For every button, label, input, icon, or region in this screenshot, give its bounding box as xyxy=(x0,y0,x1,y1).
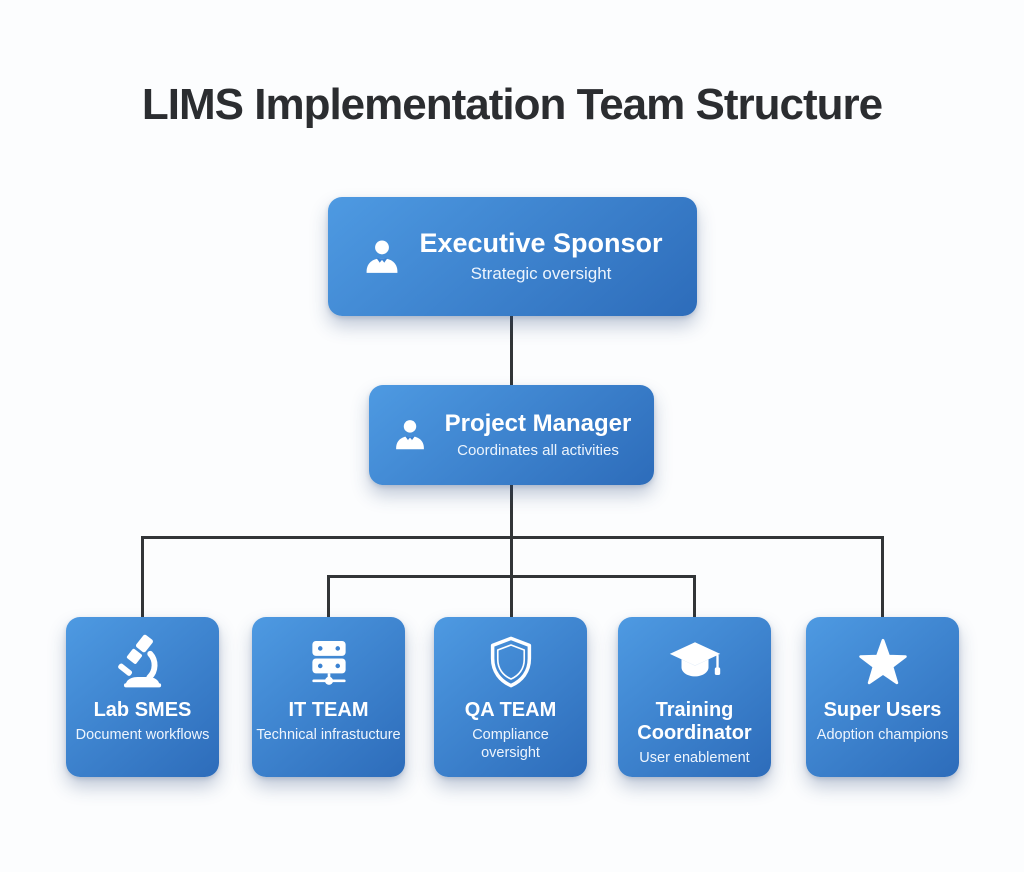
node-it-team: IT TEAM Technical infrastucture xyxy=(252,617,405,777)
connector-drop-training xyxy=(693,575,696,618)
page-title: LIMS Implementation Team Structure xyxy=(141,80,883,129)
server-icon xyxy=(301,630,357,694)
person-icon xyxy=(362,235,402,279)
node-lab-smes: Lab SMES Document workflows xyxy=(66,617,219,777)
node-title: Project Manager xyxy=(444,410,632,438)
node-subtitle: Document workflows xyxy=(75,727,210,743)
star-icon xyxy=(854,630,912,694)
node-title: IT TEAM xyxy=(288,699,369,721)
node-qa-team: QA TEAM Compliance oversight xyxy=(434,617,587,777)
shield-icon xyxy=(483,630,539,694)
node-executive-sponsor: Executive Sponsor Strategic oversight xyxy=(328,197,697,316)
connector-drop-super-users xyxy=(881,536,884,618)
microscope-icon xyxy=(114,630,172,694)
connector-drop-lab-smes xyxy=(141,536,144,618)
node-subtitle: Strategic oversight xyxy=(470,263,612,283)
node-title: Lab SMES xyxy=(93,699,192,721)
node-training-coordinator: Training Coordinator User enablement xyxy=(618,617,771,777)
node-subtitle: Compliance oversight xyxy=(472,727,549,761)
node-text: Executive Sponsor Strategic oversight xyxy=(419,228,663,284)
connector-exec-to-pm xyxy=(510,316,513,386)
node-subtitle: Technical infrastucture xyxy=(256,727,401,743)
connector-pm-to-bus xyxy=(510,485,513,538)
node-title: Executive Sponsor xyxy=(419,228,663,259)
node-title: QA TEAM xyxy=(464,699,557,721)
node-subtitle: Adoption champions xyxy=(816,727,949,743)
connector-drop-it-team xyxy=(327,575,330,618)
node-text: Project Manager Coordinates all activiti… xyxy=(444,410,632,459)
node-subtitle: Coordinates all activities xyxy=(457,441,619,459)
node-super-users: Super Users Adoption champions xyxy=(806,617,959,777)
node-subtitle: User enablement xyxy=(639,750,750,766)
connector-drop-qa-team xyxy=(510,536,513,618)
graduation-cap-icon xyxy=(666,630,724,694)
person-icon xyxy=(392,415,428,455)
node-title: Super Users xyxy=(823,699,942,721)
node-title: Training Coordinator xyxy=(637,699,752,744)
node-project-manager: Project Manager Coordinates all activiti… xyxy=(369,385,654,485)
